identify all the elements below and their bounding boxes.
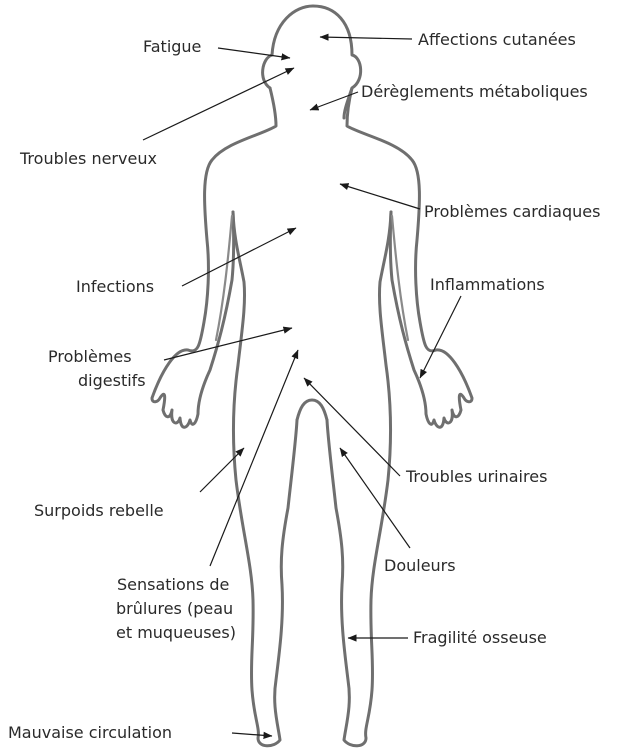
arrow-infections xyxy=(182,228,296,286)
label-dereglements: Dérèglements métaboliques xyxy=(361,82,588,101)
label-troubles-urinaires: Troubles urinaires xyxy=(405,467,547,486)
arrow-dereglements xyxy=(310,92,358,110)
right-torso-outline xyxy=(327,212,391,746)
arrow-affections-cutanees xyxy=(320,37,412,39)
crotch-outline xyxy=(297,400,327,420)
label-inflammations: Inflammations xyxy=(430,275,545,294)
left-side-outline xyxy=(152,88,276,427)
arrow-douleurs xyxy=(340,448,410,548)
head-outline xyxy=(263,6,361,118)
arrow-troubles-urinaires xyxy=(304,378,400,476)
arrow-inflammations xyxy=(420,296,461,378)
label-surpoids-rebelle: Surpoids rebelle xyxy=(34,501,164,520)
label-mauvaise-circulation: Mauvaise circulation xyxy=(8,723,172,742)
label-fatigue: Fatigue xyxy=(143,37,201,56)
label-sensations-1: Sensations de xyxy=(117,575,229,594)
label-problemes-digestifs-1: Problèmes xyxy=(48,347,132,366)
label-sensations-2: brûlures (peau xyxy=(116,599,233,618)
left-torso-outline xyxy=(233,212,297,746)
label-problemes-cardiaques: Problèmes cardiaques xyxy=(424,202,600,221)
arrow-mauvaise-circulation xyxy=(232,733,272,736)
labels: Affections cutanées Fatigue Dérèglements… xyxy=(8,30,600,742)
label-douleurs: Douleurs xyxy=(384,556,456,575)
label-troubles-nerveux: Troubles nerveux xyxy=(19,149,157,168)
arrow-problemes-cardiaques xyxy=(340,184,420,209)
arrow-fatigue xyxy=(218,48,290,58)
arrow-problemes-digestifs xyxy=(164,328,292,360)
label-affections-cutanees: Affections cutanées xyxy=(418,30,576,49)
label-sensations-3: et muqueuses) xyxy=(116,623,236,642)
right-side-outline xyxy=(347,88,472,427)
label-problemes-digestifs-2: digestifs xyxy=(78,371,146,390)
label-infections: Infections xyxy=(76,277,154,296)
label-fragilite-osseuse: Fragilité osseuse xyxy=(413,628,547,647)
